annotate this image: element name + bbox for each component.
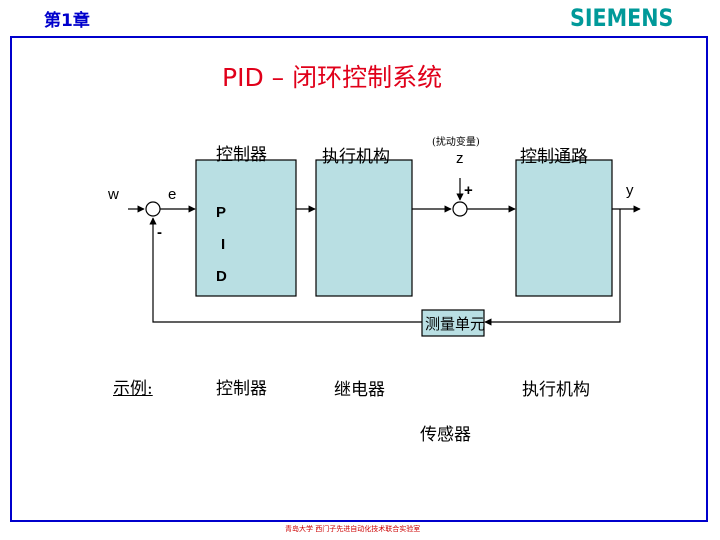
chapter-label: 第1章 (44, 11, 90, 31)
controller-label: 控制器 (216, 145, 267, 165)
slide-frame (10, 36, 708, 522)
example-actuator: 执行机构 (522, 380, 590, 400)
z-label: z (456, 150, 464, 167)
example-label: 示例: (113, 379, 153, 399)
example-controller: 控制器 (216, 379, 267, 399)
process-label: 控制通路 (520, 147, 588, 167)
actuator-block (315, 159, 413, 297)
feedback-line-out (484, 209, 621, 326)
summing-junction-2 (452, 201, 468, 217)
measurement-block (421, 309, 485, 337)
example-sensor: 传感器 (420, 425, 471, 445)
actuator-label: 执行机构 (322, 147, 390, 167)
measurement-label: 测量单元 (425, 315, 486, 333)
w-label: w (108, 186, 119, 203)
disturbance-label: (扰动变量) (432, 137, 480, 148)
plus-sign: + (464, 182, 473, 199)
i-term-label: I (221, 236, 226, 253)
y-label: y (626, 182, 634, 199)
siemens-logo: SIEMENS (570, 4, 674, 32)
example-relay: 继电器 (334, 380, 385, 400)
footer-text: 青岛大学 西门子先进自动化技术联合实验室 (285, 525, 421, 533)
d-term-label: D (216, 268, 227, 285)
slide-title: PID – 闭环控制系统 (222, 63, 443, 92)
process-block (515, 159, 613, 297)
p-term-label: P (216, 204, 227, 221)
controller-block (195, 159, 297, 297)
summing-junction-1 (145, 201, 161, 217)
e-label: e (168, 186, 177, 203)
minus-sign: - (157, 224, 162, 241)
feedback-line-in (149, 217, 422, 323)
